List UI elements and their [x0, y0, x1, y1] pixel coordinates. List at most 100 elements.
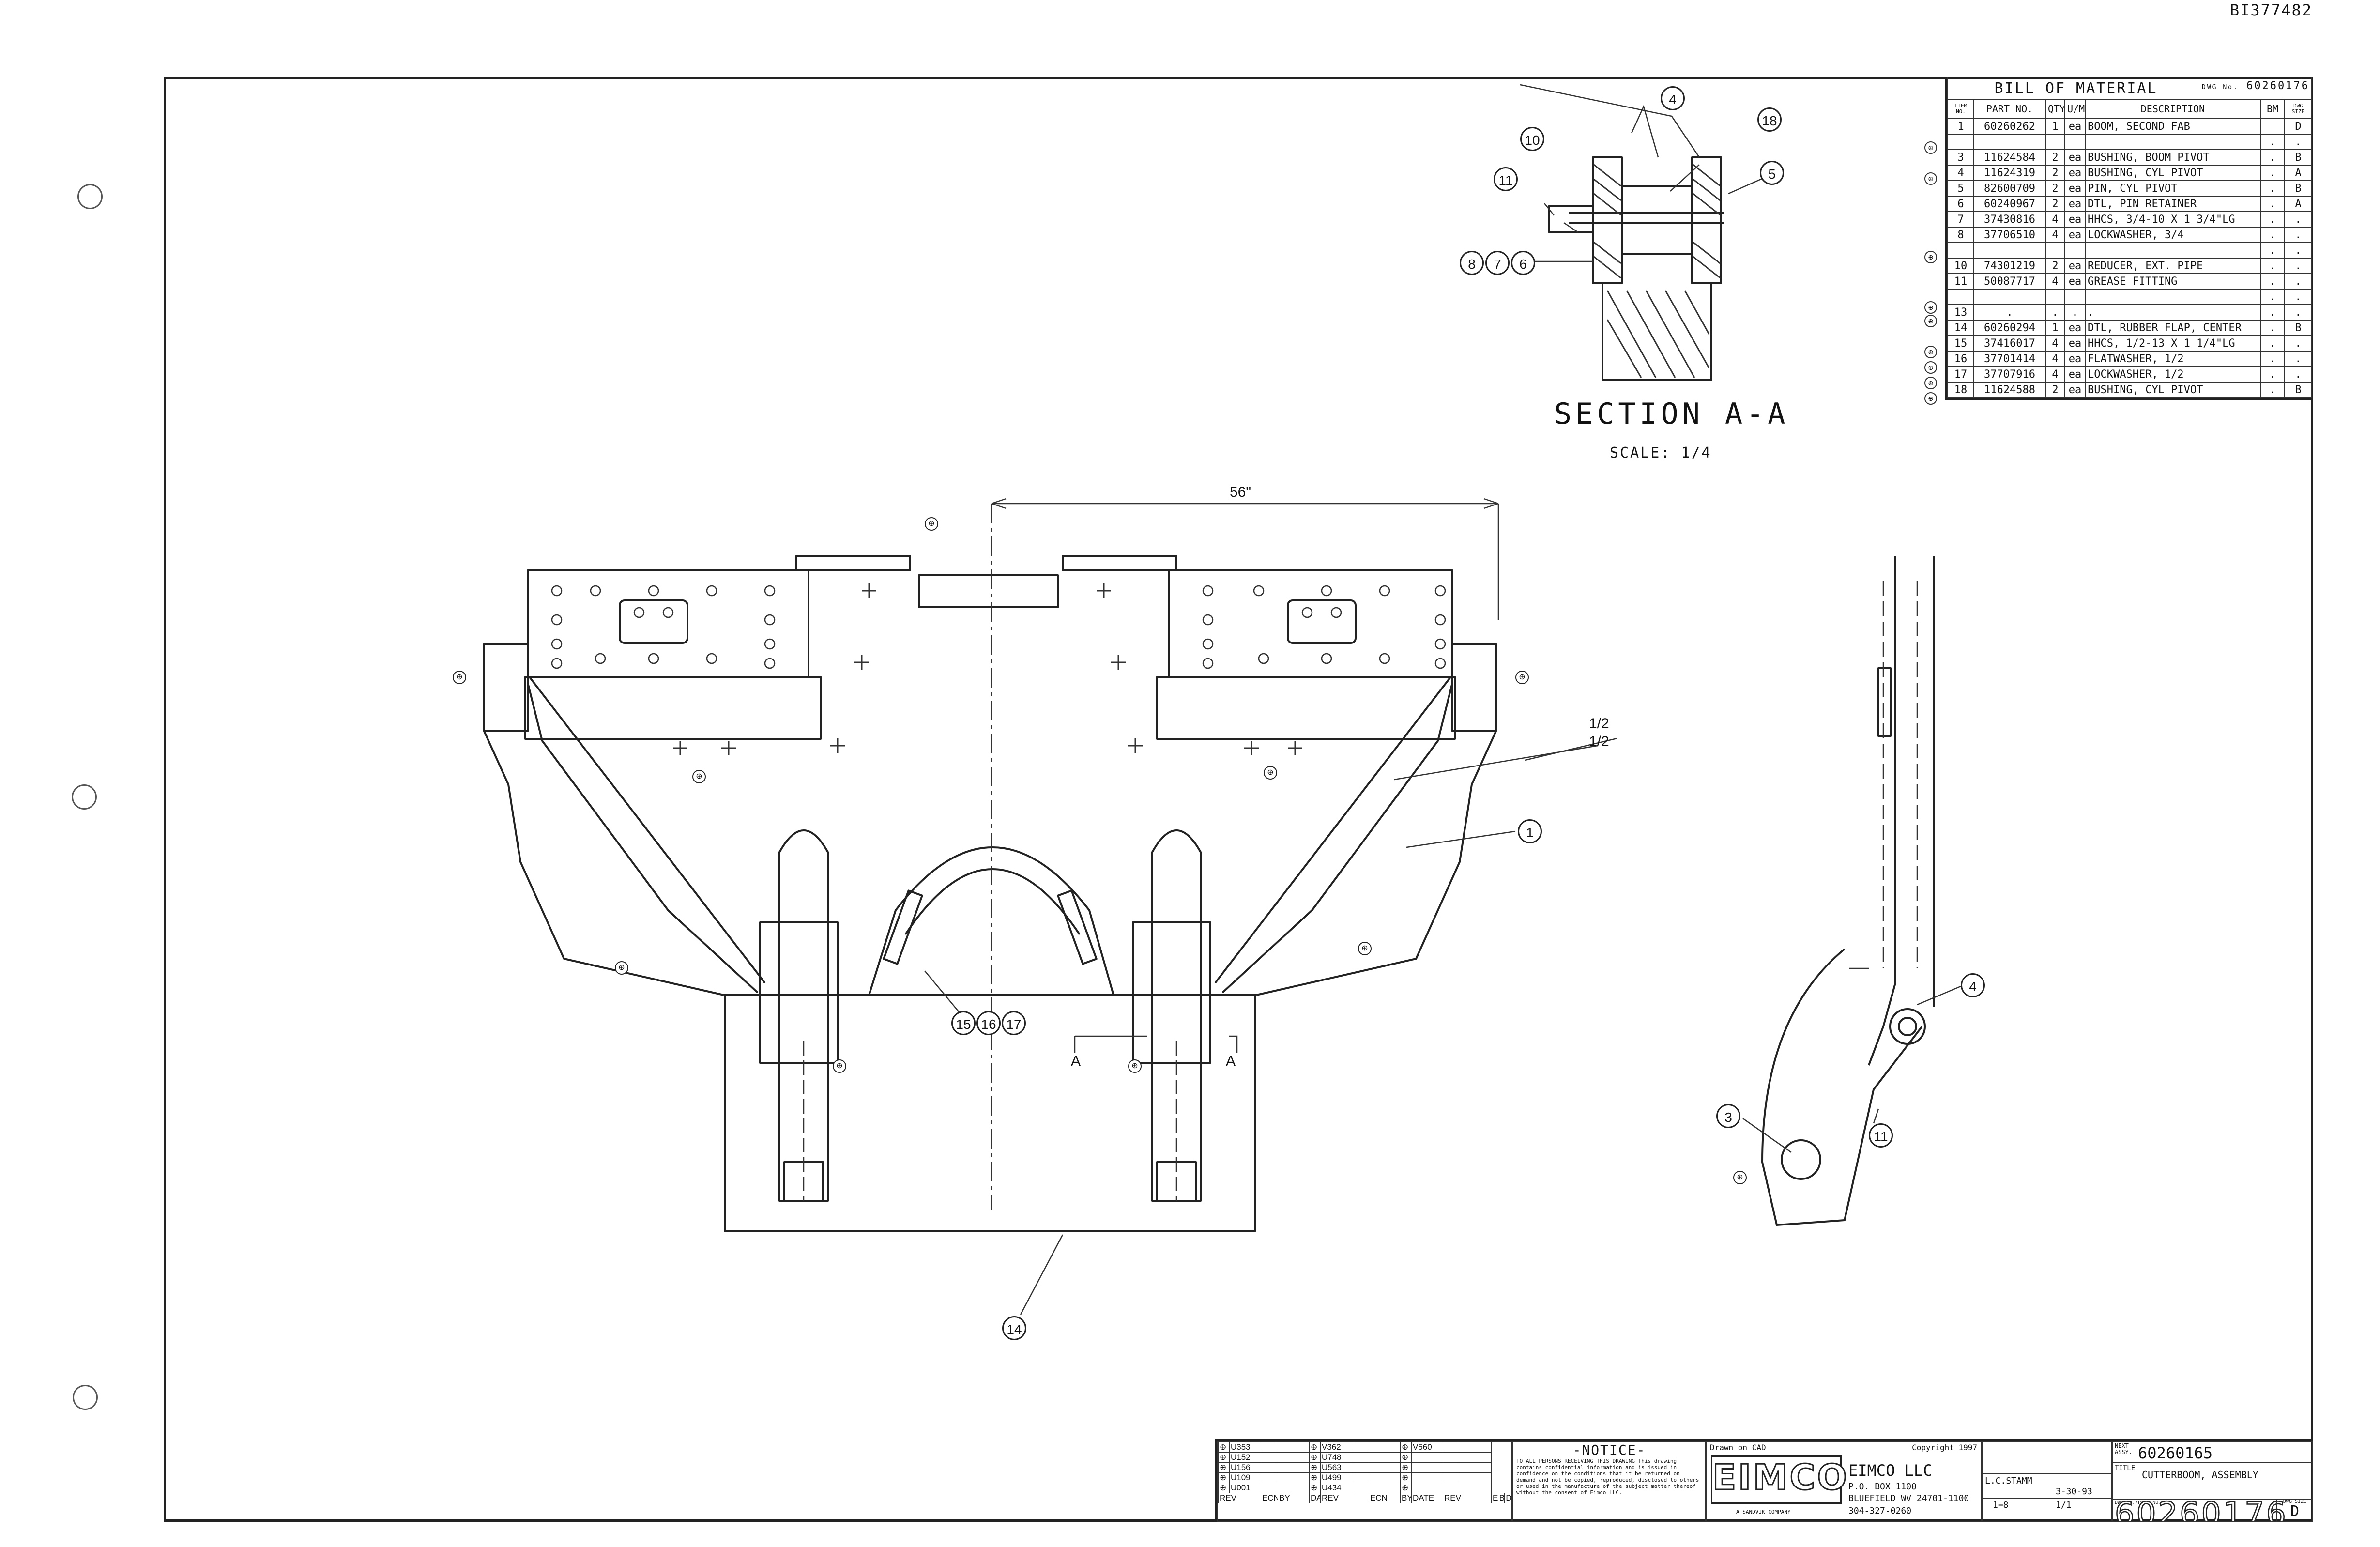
bom-cell-part: 37416017: [1973, 335, 2046, 352]
bom-cell-qty: 4: [2045, 227, 2065, 243]
bom-cell-desc: FLATWASHER, 1/2: [2085, 351, 2261, 367]
revision-by: [1443, 1462, 1460, 1473]
bom-cell-item: 10: [1947, 258, 1974, 274]
rev-marker: ⊕: [453, 671, 466, 684]
revision-footer-cell: REV: [1320, 1493, 1369, 1503]
bom-cell-part: 60260294: [1973, 320, 2046, 336]
bom-cell-item: 6: [1947, 196, 1974, 212]
rev-marker-icon: ⊕: [1309, 1452, 1321, 1463]
bom-cell-um: .: [2064, 304, 2086, 321]
bom-row: ..: [1947, 134, 2313, 150]
rev-marker-icon: ⊕: [1218, 1472, 1230, 1483]
bom-header-cell: U/M: [2064, 99, 2086, 119]
revision-date: [1278, 1472, 1310, 1483]
bom-cell-part: 11624588: [1973, 382, 2046, 398]
bom-header-cell: BM: [2260, 99, 2285, 119]
revision-ecn: U748: [1320, 1452, 1352, 1463]
bom-cell-size: B: [2284, 149, 2313, 166]
bom-cell-desc: GREASE FITTING: [2085, 273, 2261, 290]
revision-ecn: [1411, 1483, 1443, 1493]
bom-cell-desc: .: [2085, 304, 2261, 321]
bom-cell-size: .: [2284, 242, 2313, 259]
revision-ecn: U001: [1229, 1483, 1261, 1493]
bom-cell-item: 5: [1947, 180, 1974, 197]
revision-footer-cell: ECN: [1369, 1493, 1401, 1503]
revision-row: ⊕U152⊕U748⊕: [1218, 1452, 1511, 1463]
bom-cell-part: 37706510: [1973, 227, 2046, 243]
bom-cell-qty: [2045, 134, 2065, 150]
bom-cell-size: .: [2284, 273, 2313, 290]
company-phone: 304-327-0260: [1848, 1506, 1912, 1516]
bom-row: ..: [1947, 289, 2313, 305]
section-marker-a-left: A: [1071, 1053, 1081, 1069]
bom-cell-bm: .: [2260, 335, 2285, 352]
bom-cell-qty: .: [2045, 304, 2065, 321]
revision-row: ⊕U353⊕V362⊕V560: [1218, 1442, 1511, 1453]
bom-cell-desc: HHCS, 3/4-10 X 1 3/4"LG: [2085, 211, 2261, 228]
bom-cell-size: .: [2284, 211, 2313, 228]
rev-marker-icon: ⊕: [1400, 1462, 1412, 1473]
balloon-item-16: 16: [976, 1011, 1001, 1035]
bom-cell-part: [1973, 289, 2046, 305]
bom-cell-bm: .: [2260, 289, 2285, 305]
revision-date: [1369, 1462, 1401, 1473]
rev-marker-icon: ⊕: [1400, 1452, 1412, 1463]
company-address2: BLUEFIELD WV 24701-1100: [1848, 1493, 1969, 1503]
bom-cell-bm: [2260, 118, 2285, 135]
revision-date: [1460, 1462, 1492, 1473]
bom-cell-size: .: [2284, 289, 2313, 305]
title-info: NEXT ASSY. 60260165 TITLE CUTTERBOOM, AS…: [2112, 1441, 2313, 1522]
bom-cell-um: ea: [2064, 382, 2086, 398]
dimension-width: 56": [1230, 484, 1251, 500]
bom-cell-part: 50087717: [1973, 273, 2046, 290]
bom-cell-item: 18: [1947, 382, 1974, 398]
bom-cell-qty: 2: [2045, 180, 2065, 197]
revision-date: [1460, 1483, 1492, 1493]
bom-cell-qty: 2: [2045, 258, 2065, 274]
bom-cell-desc: [2085, 289, 2261, 305]
bom-cell-desc: [2085, 134, 2261, 150]
bom-cell-um: ea: [2064, 351, 2086, 367]
rev-marker: ⊕: [1358, 942, 1372, 955]
revision-footer-cell: BY: [1278, 1493, 1310, 1503]
revision-date: [1460, 1472, 1492, 1483]
revision-row: ⊕U156⊕U563⊕: [1218, 1462, 1511, 1473]
bom-cell-um: ea: [2064, 180, 2086, 197]
rev-marker-icon: ⊕: [1309, 1472, 1321, 1483]
bom-cell-um: ea: [2064, 118, 2086, 135]
bom-cell-desc: BOOM, SECOND FAB: [2085, 118, 2261, 135]
bom-cell-um: ea: [2064, 258, 2086, 274]
bom-cell-item: [1947, 134, 1974, 150]
bom-cell-um: [2064, 289, 2086, 305]
bom-cell-bm: .: [2260, 180, 2285, 197]
bom-cell-bm: .: [2260, 242, 2285, 259]
bom-cell-desc: BUSHING, CYL PIVOT: [2085, 165, 2261, 181]
boom-plan-view: [483, 555, 1497, 1232]
rev-marker-icon: ⊕: [1218, 1442, 1230, 1453]
revision-row: ⊕U001⊕U434⊕: [1218, 1483, 1511, 1493]
bom-cell-um: ea: [2064, 366, 2086, 383]
bom-cell-desc: REDUCER, EXT. PIPE: [2085, 258, 2261, 274]
balloon-item-4: 4: [1661, 86, 1685, 110]
revision-footer: REVECNBYDATEREVECNBYDATEREVECNBYDATE: [1218, 1493, 1511, 1503]
rev-marker: ⊕: [925, 517, 938, 531]
revision-footer-cell: BY: [1400, 1493, 1412, 1503]
revision-footer-cell: REV: [1443, 1493, 1492, 1503]
bom-cell-qty: [2045, 242, 2065, 259]
revision-by: [1352, 1452, 1369, 1463]
revision-date: [1369, 1472, 1401, 1483]
bom-cell-um: ea: [2064, 273, 2086, 290]
bom-cell-part: [1973, 242, 2046, 259]
balloon-item-3: 3: [1716, 1104, 1740, 1128]
bom-cell-um: ea: [2064, 227, 2086, 243]
bom-cell-qty: 4: [2045, 211, 2065, 228]
revision-ecn: U353: [1229, 1442, 1261, 1453]
revision-date: [1278, 1462, 1310, 1473]
balloon-item-8: 8: [1460, 251, 1484, 275]
bom-cell-size: D: [2284, 118, 2313, 135]
